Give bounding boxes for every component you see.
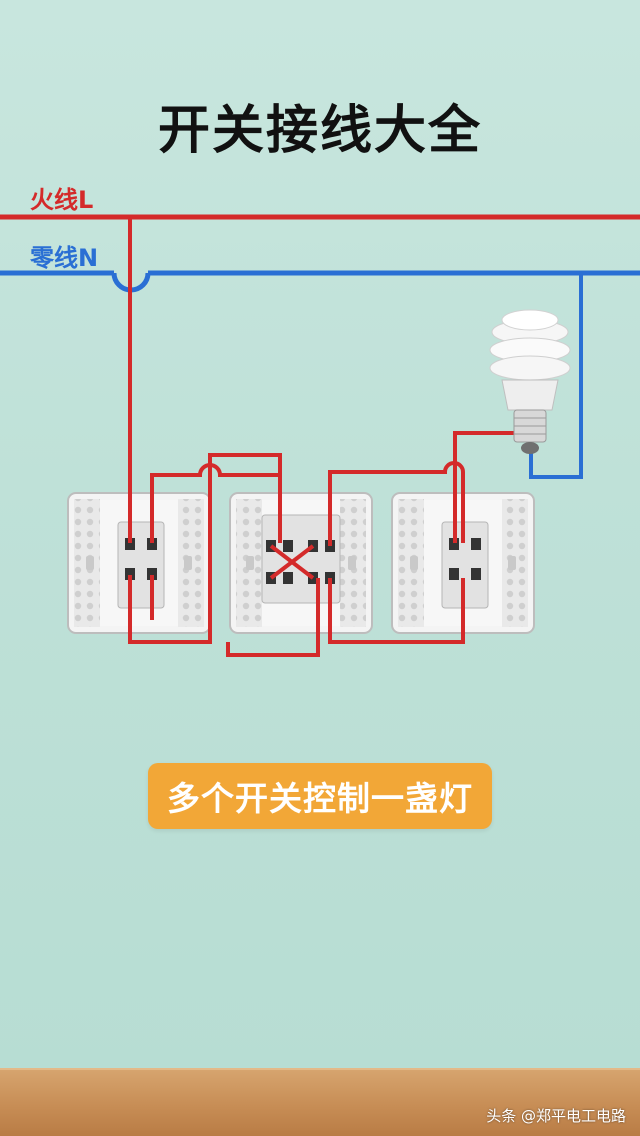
middle-lower-wire [226,578,320,657]
traveller-left-top-b [208,453,282,475]
page-title: 开关接线大全 [157,101,482,161]
traveller-left-bottom [128,475,212,644]
live-wire-label: 火线L [30,186,94,214]
cfl-bulb-icon [489,309,571,454]
switch-middle [229,492,373,634]
middle-cross-wire-b [269,544,315,580]
switch-to-bulb-wire [453,431,518,543]
switch-left [67,492,211,634]
neutral-wire-label: 零线N [30,244,99,272]
caption-banner: 多个开关控制一盏灯 [148,763,492,829]
switch-right [391,492,535,634]
neutral-to-bulb-wire [529,273,583,479]
traveller-right-top [328,461,465,546]
wiring-diagram [0,214,640,657]
wood-floor [0,1068,640,1136]
watermark: 头条 @郑平电工电路 [486,1107,626,1125]
traveller-right-bottom [328,578,465,644]
